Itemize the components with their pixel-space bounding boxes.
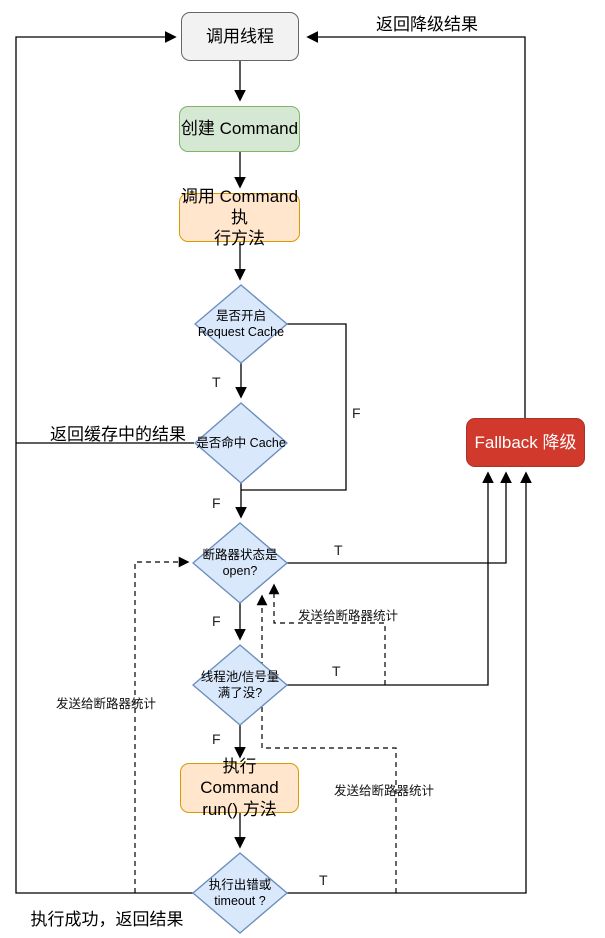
- edge-requestcache-f-bypass: [241, 323, 347, 491]
- branch-label-error-timeout-t: T: [319, 872, 328, 888]
- diamond-label-error-timeout: 执行出错或 timeout ?: [208, 877, 272, 908]
- edge-label-success-return-result: 执行成功，返回结果: [30, 910, 184, 929]
- branch-label-pool-full-t: T: [332, 663, 341, 679]
- diamond-cache-hit: [194, 402, 288, 484]
- node-fallback: Fallback 降级: [466, 418, 585, 467]
- diamond-label-pool-full: 线程池/信号量 满了没?: [200, 669, 280, 700]
- diamond-pool-full: [192, 644, 288, 726]
- edge-label-return-fallback-result: 返回降级结果: [376, 15, 478, 34]
- branch-label-circuit-open-f: F: [212, 613, 221, 629]
- diamond-error-timeout: [192, 852, 288, 934]
- branch-label-pool-full-f: F: [212, 731, 221, 747]
- diamond-label-cache-hit: 是否命中 Cache: [196, 435, 286, 450]
- node-create-command: 创建 Command: [179, 106, 300, 152]
- edge-label-stats-middle: 发送给断路器统计: [297, 609, 398, 623]
- edge-label-return-cached-result: 返回缓存中的结果: [50, 425, 186, 444]
- edge-stats-from-pool-t: [268, 583, 386, 685]
- diamond-circuit-open: [192, 522, 288, 604]
- branch-label-circuit-open-t: T: [334, 542, 343, 558]
- branch-label-request-cache-t: T: [212, 374, 221, 390]
- diamond-label-circuit-open: 断路器状态是 open?: [202, 547, 278, 578]
- edge-label-stats-left: 发送给断路器统计: [55, 697, 156, 711]
- node-caller-thread: 调用线程: [181, 12, 299, 61]
- diamond-request-cache: [194, 284, 288, 364]
- edge-stats-from-error-t: [256, 594, 397, 893]
- edge-label-stats-right: 发送给断路器统计: [333, 784, 434, 798]
- branch-label-cache-hit-f: F: [212, 495, 221, 511]
- edge-fallback-to-caller: [306, 31, 526, 418]
- node-invoke-command: 调用 Command 执 行方法: [179, 186, 300, 249]
- branch-label-request-cache-f: F: [352, 405, 361, 421]
- edge-pool-t-to-fallback: [287, 471, 494, 686]
- edge-success-loop-left: [15, 31, 194, 894]
- diamond-label-request-cache: 是否开启 Request Cache: [197, 308, 285, 339]
- node-run-command: 执行 Command run() 方法: [180, 757, 299, 819]
- edge-circuit-t-to-fallback: [287, 471, 512, 564]
- edge-error-t-to-fallback: [287, 471, 532, 894]
- edge-stats-from-success: [134, 556, 190, 893]
